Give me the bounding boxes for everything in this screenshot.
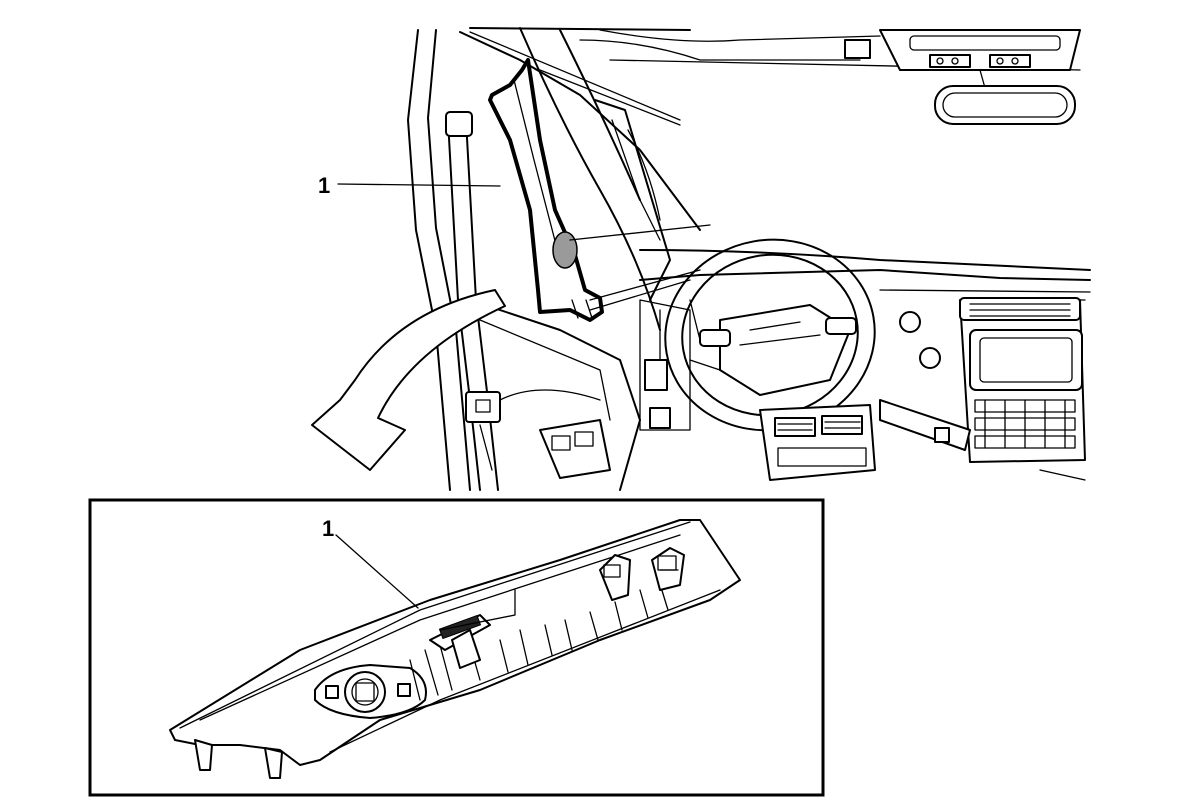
- knob-icon: [899, 311, 921, 333]
- speaker-mount: [314, 664, 427, 719]
- callout-1-detail: 1: [322, 516, 419, 609]
- windshield-side-trim: [594, 99, 671, 301]
- grab-handle-clip: [429, 614, 491, 669]
- retaining-tab: [194, 739, 213, 771]
- shift-lever: [879, 399, 971, 451]
- vehicle-interior-overview: 1: [311, 27, 1091, 491]
- trim-ribs: [409, 583, 669, 701]
- overhead-console: [844, 29, 1081, 71]
- upper-clips: [599, 547, 685, 601]
- callout-1-overview: 1: [318, 173, 501, 198]
- rearview-mirror: [934, 69, 1076, 125]
- callout-label-overview: 1: [318, 173, 330, 198]
- callout-label-detail: 1: [322, 516, 334, 541]
- seat-belt: [445, 111, 501, 491]
- projection-lines: [469, 31, 711, 311]
- instrument-panel: [639, 249, 1091, 481]
- air-vent-icon: [959, 297, 1081, 321]
- speaker-grille-icon: [552, 231, 578, 269]
- wheel-button-icon: [699, 329, 731, 347]
- windshield-frame: [407, 27, 1081, 491]
- left-dash-details: [639, 299, 691, 431]
- center-vent: [759, 399, 971, 481]
- door-panel: [469, 299, 641, 491]
- control-buttons: [974, 399, 1076, 449]
- pillar-trim-installed: [488, 58, 604, 322]
- removal-arrow-icon: [311, 289, 506, 471]
- pillar-trim-removed: [169, 519, 741, 779]
- detail-inset: 1: [88, 498, 825, 797]
- clip-icon: [325, 685, 339, 699]
- display-screen: [969, 329, 1083, 391]
